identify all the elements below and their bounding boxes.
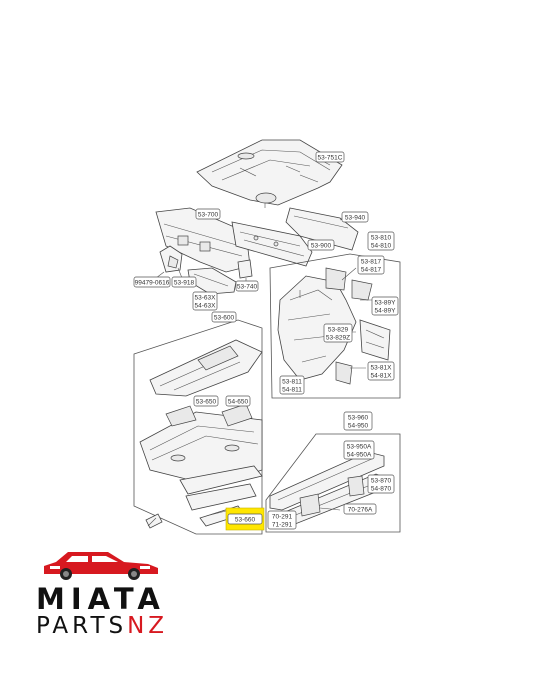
small-brackets [155,245,253,297]
brand-parts: PARTS [36,613,128,639]
part-label-53-660: 53-660 [225,507,265,531]
rear-upper-panel [231,221,313,267]
part-number: 53-700 [198,212,219,219]
brand-title: MIATA [36,582,166,616]
part-label-53-940: 53-940 [341,211,369,223]
part-number: 53-650 [196,399,217,406]
part-label-54-650: 54-650 [225,395,251,407]
part-number: 70-276A [348,507,373,514]
part-number: 53-950A [347,444,372,451]
part-number: 53-811 [282,379,302,386]
part-number: 54-870 [371,486,392,493]
part-number: 53-940 [345,215,366,222]
part-number: 54-81X [371,373,393,380]
part-number: 53-900 [311,243,332,250]
arrow-icon [145,513,163,529]
part-number: 53-960 [348,415,369,422]
part-number: 54-950 [348,423,369,430]
wheel-housing [277,267,391,385]
brand-nz: NZ [127,613,169,639]
part-label-53-918: 53-918 [171,276,197,288]
part-number: 99479-0616 [135,280,170,287]
part-number: 53-918 [174,280,195,287]
part-label-53-650: 53-650 [193,395,219,407]
part-number: 53-600 [214,315,235,322]
car-logo-icon [44,552,158,580]
rear-floor-pan [196,139,343,208]
part-number: 54-63X [195,303,217,310]
part-number: 53-751C [318,155,343,162]
part-label-53-740: 53-740 [235,280,259,292]
part-number: 53-660 [235,517,256,524]
part-number: 54-650 [228,399,249,406]
part-number: 53-810 [371,235,392,242]
part-label-53-600: 53-600 [211,311,237,323]
part-label-53-900: 53-900 [307,239,335,251]
part-number: 53-829 [328,327,349,334]
part-number: 54-950A [347,452,372,459]
part-number: 53-829Z [326,335,350,342]
part-label-53-700: 53-700 [195,208,221,220]
part-number: 53-817 [361,259,382,266]
part-number: 54-811 [282,387,302,394]
part-number: 70-291 [272,514,293,521]
front-floor-pan [139,339,263,511]
part-label-70-276a: 70-276A [343,503,377,515]
part-label-53-751c: 53-751C [315,151,345,163]
part-number: 53-89Y [375,300,397,307]
part-labels: 53-751C 53-700 53-940 53-900 99479-0616 53-91… [133,151,399,531]
part-number: 54-817 [361,267,382,274]
part-number: 54-89Y [375,308,397,315]
part-number: 53-63X [195,295,217,302]
part-number: 53-81X [371,365,393,372]
part-number: 53-870 [371,478,392,485]
part-label-99479-0616: 99479-0616 [133,276,171,288]
crossmember-bar [285,207,359,251]
rear-panel [155,207,251,273]
part-number: 53-740 [237,284,258,291]
brand-subtitle: PARTSNZ [36,613,168,639]
part-number: 71-291 [272,522,293,529]
part-number: 54-810 [371,243,392,250]
